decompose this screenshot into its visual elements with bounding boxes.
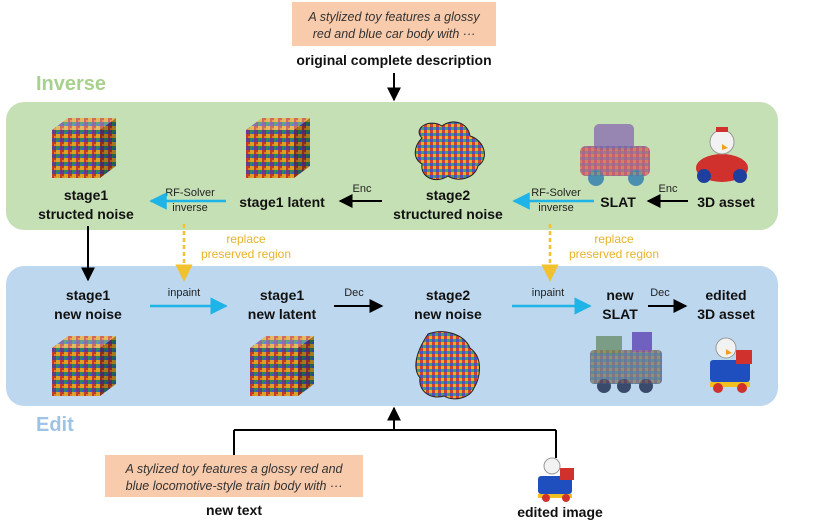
replace-preserved-2-l2: preserved region (569, 247, 659, 261)
dec-1-label: Dec (344, 287, 364, 299)
new-slat-label-l2: SLAT (602, 306, 638, 322)
replace-preserved-2-l1: replace (594, 232, 634, 246)
inpaint-2-label: inpaint (532, 287, 564, 299)
slat-car-icon (590, 332, 662, 393)
inpaint-1-label: inpaint (168, 287, 200, 299)
noise-cube-icon (246, 118, 310, 178)
stage1-latent-label: stage1 latent (239, 194, 325, 210)
inverse-section-label: Inverse (36, 73, 106, 95)
structured-noise-blob-icon (414, 121, 485, 180)
noise-cube-icon (52, 118, 116, 178)
stage2-structured-noise-label-l2: structured noise (393, 206, 503, 222)
3d-asset-label: 3D asset (697, 194, 755, 210)
edited-3d-asset-label-l1: edited (705, 287, 746, 303)
slat-car-icon (580, 124, 650, 186)
replace-preserved-1-l1: replace (226, 232, 266, 246)
noise-cube-icon (250, 336, 314, 396)
edit-section-label: Edit (36, 414, 74, 436)
new-prompt-box (105, 455, 363, 497)
new-prompt-line2: blue locomotive-style train body with ··… (126, 479, 343, 493)
dec-2-label: Dec (650, 287, 670, 299)
rf-solver-inverse-2-l1: RF-Solver (531, 187, 581, 199)
stage2-new-noise-label-l1: stage2 (426, 287, 471, 303)
stage2-new-noise-label-l2: new noise (414, 306, 482, 322)
original-prompt-box (292, 2, 496, 46)
stage1-structed-noise-label-l2: structed noise (38, 206, 134, 222)
original-prompt-line2: red and blue car body with ··· (313, 27, 476, 41)
replace-preserved-1-l2: preserved region (201, 247, 291, 261)
edited-3d-asset-label-l2: 3D asset (697, 306, 755, 322)
stage1-new-noise-label-l2: new noise (54, 306, 122, 322)
stage1-new-noise-label-l1: stage1 (66, 287, 111, 303)
stage1-new-latent-label-l2: new latent (248, 306, 317, 322)
rf-solver-inverse-1-l1: RF-Solver (165, 187, 215, 199)
enc-2-label: Enc (659, 183, 678, 195)
slat-label: SLAT (600, 194, 636, 210)
new-prompt-line1: A stylized toy features a glossy red and (124, 462, 343, 476)
stage1-new-latent-label-l1: stage1 (260, 287, 305, 303)
rf-solver-inverse-1-l2: inverse (172, 202, 207, 214)
original-prompt-caption: original complete description (296, 52, 491, 68)
toy-car-icon (696, 127, 748, 183)
structured-noise-blob-icon (415, 331, 480, 400)
toy-train-icon (538, 457, 574, 502)
noise-cube-icon (52, 336, 116, 396)
rf-solver-inverse-2-l2: inverse (538, 202, 573, 214)
stage1-structed-noise-label-l1: stage1 (64, 187, 109, 203)
enc-1-label: Enc (353, 183, 372, 195)
toy-train-icon (710, 337, 752, 393)
new-text-caption: new text (206, 502, 262, 518)
inverse-panel (6, 102, 778, 230)
edited-image-caption: edited image (517, 504, 603, 520)
original-prompt-line1: A stylized toy features a glossy (307, 10, 480, 24)
stage2-structured-noise-label-l1: stage2 (426, 187, 471, 203)
new-slat-label-l1: new (606, 287, 633, 303)
